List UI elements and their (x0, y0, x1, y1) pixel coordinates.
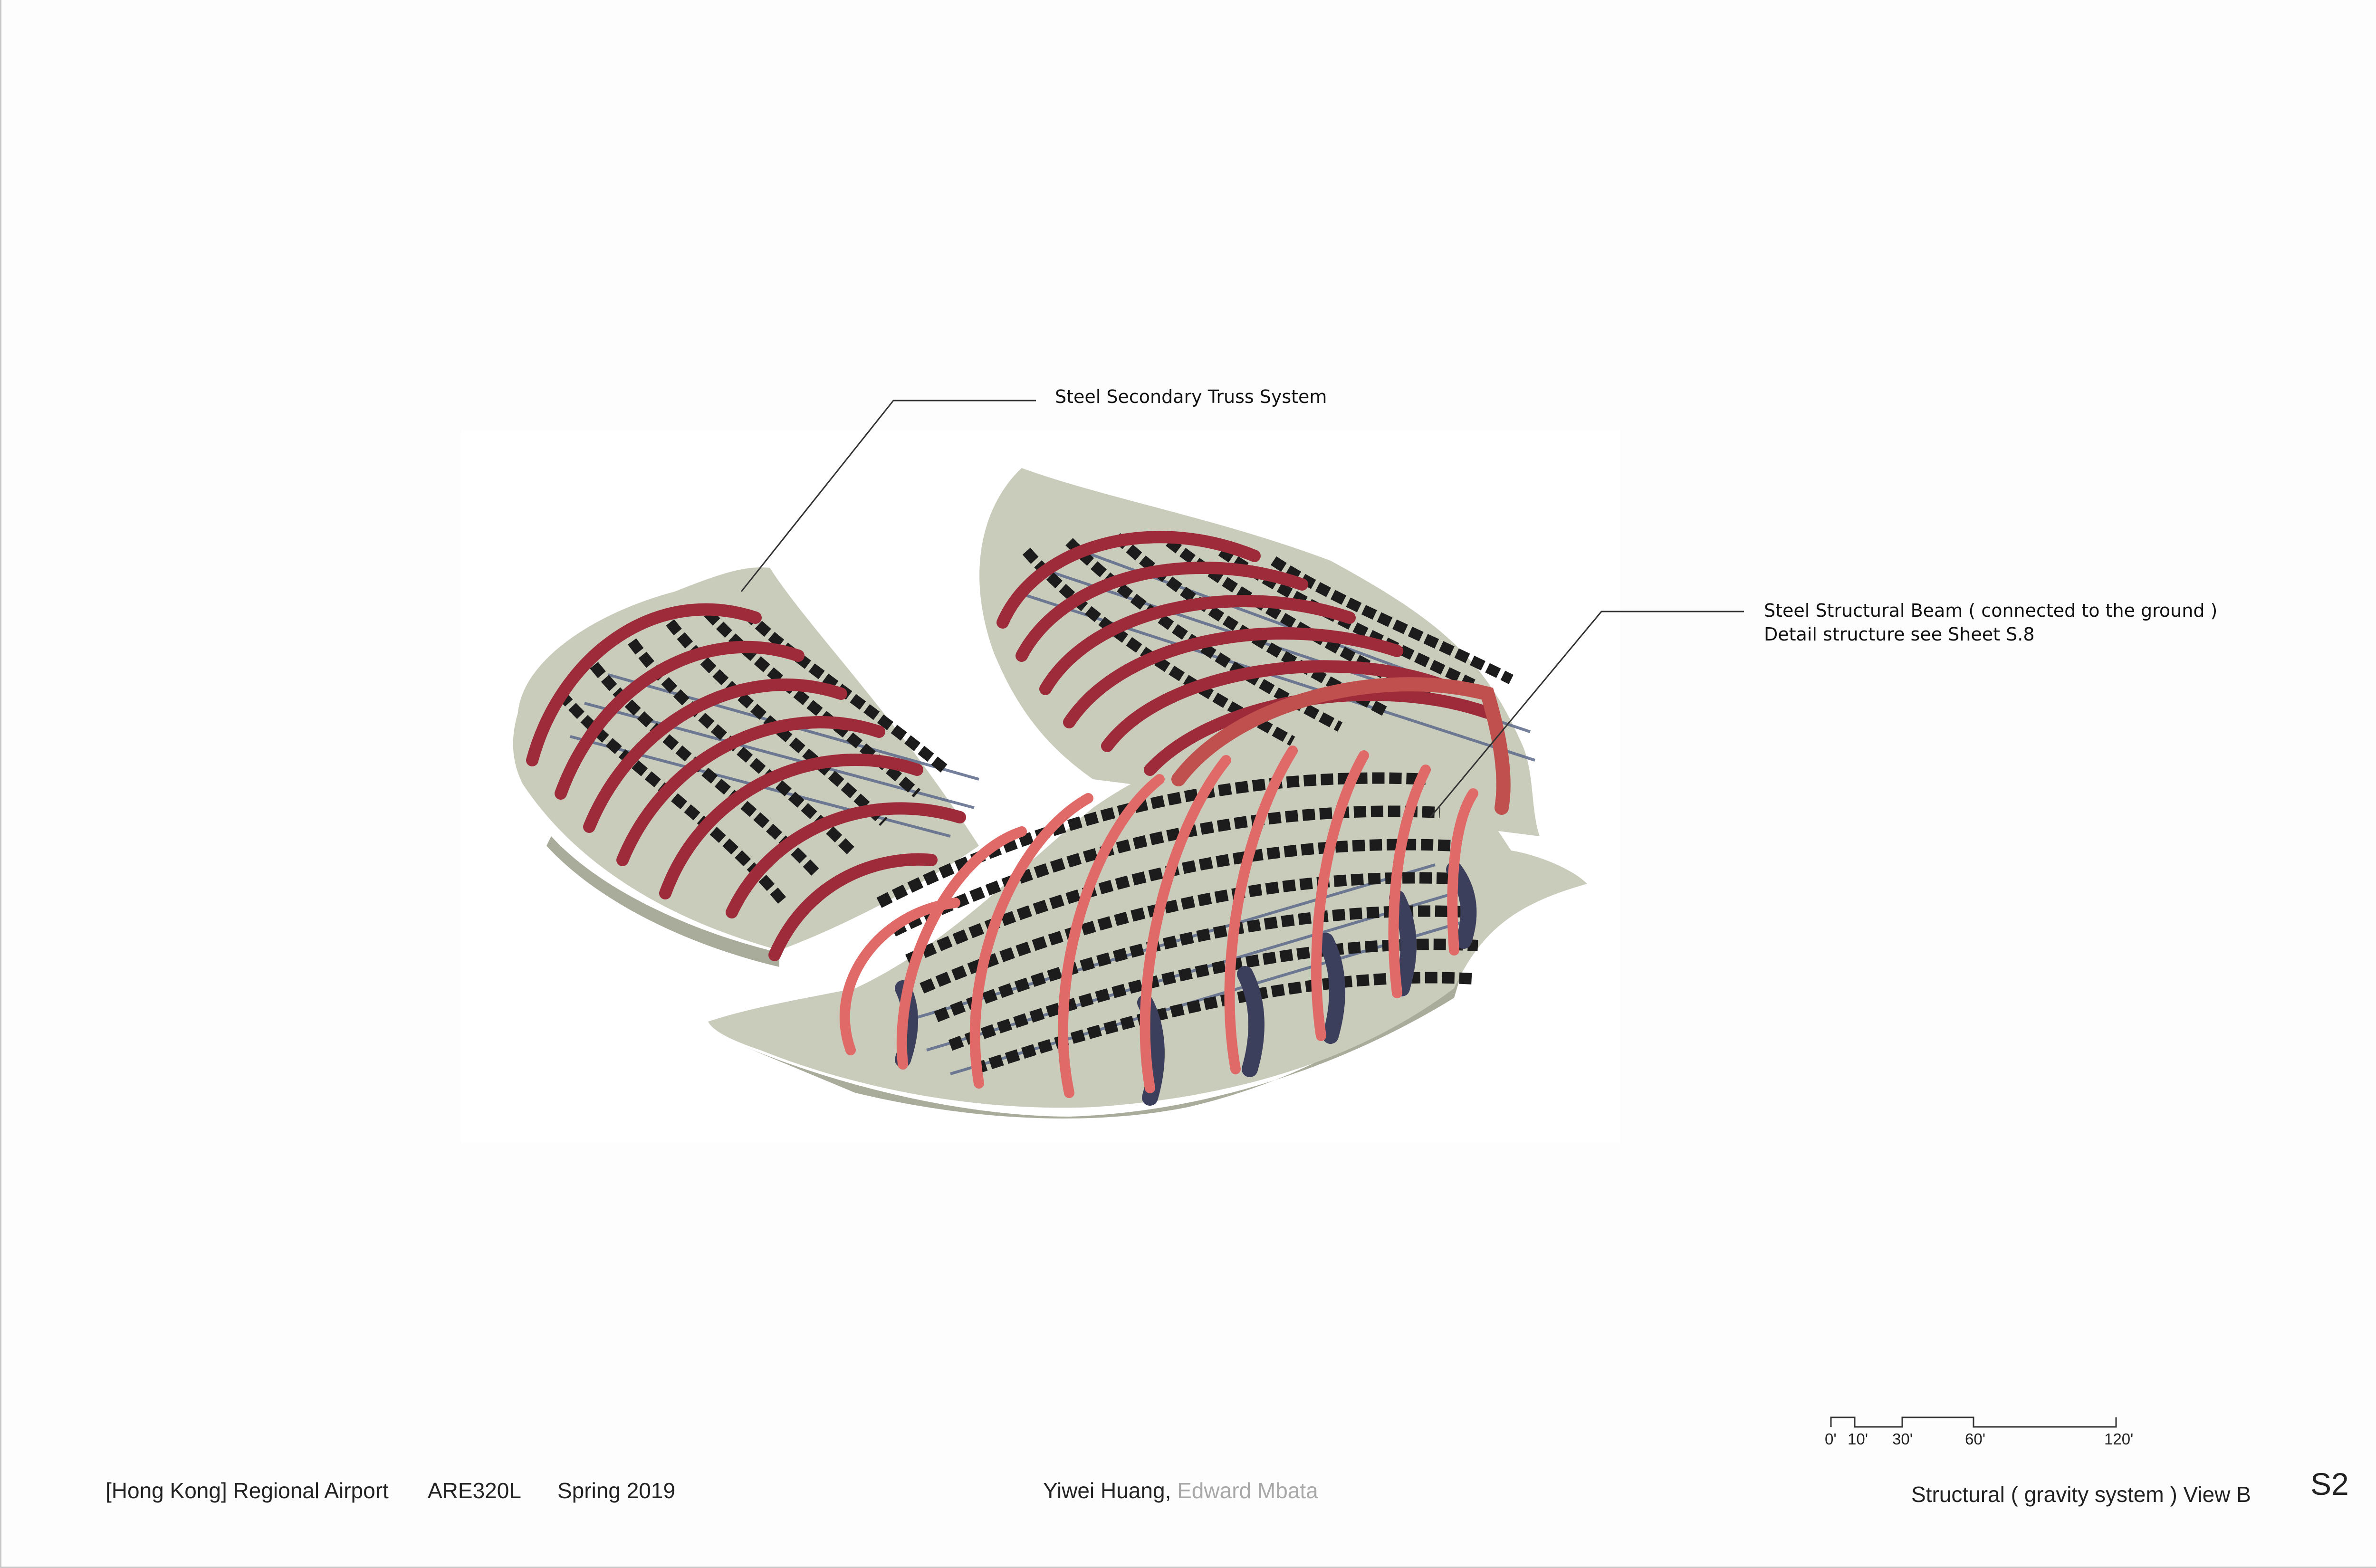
author-secondary: Edward Mbata (1177, 1478, 1318, 1503)
right-primary-arches (996, 531, 1494, 776)
sheet-title: Structural ( gravity system ) View B (1911, 1482, 2251, 1507)
author-separator: , (1165, 1478, 1178, 1503)
project-title: [Hong Kong] Regional Airport (105, 1478, 389, 1503)
term: Spring 2019 (557, 1478, 676, 1503)
structural-beam-detail-note: Detail structure see Sheet S.8 (1764, 624, 2035, 645)
structural-beam-leader-line (1429, 611, 1744, 818)
scale-label: 10' (1848, 1430, 1868, 1448)
author-primary: Yiwei Huang (1043, 1478, 1165, 1503)
left-wing-base (546, 836, 779, 967)
left-primary-arches (526, 603, 966, 961)
course-code: ARE320L (428, 1478, 521, 1503)
secondary-truss-callout: Steel Secondary Truss System (1055, 386, 1327, 407)
scale-bar (1830, 1416, 2117, 1428)
structural-beam-arch (1171, 677, 1511, 815)
structural-beam-callout: Steel Structural Beam ( connected to the… (1764, 600, 2218, 621)
scale-label: 0' (1825, 1430, 1837, 1448)
scale-label: 120' (2104, 1430, 2134, 1448)
scale-label: 60' (1965, 1430, 1986, 1448)
front-primary-arches (839, 746, 1478, 1098)
secondary-truss-leader-line (740, 400, 1036, 592)
authors: Yiwei Huang, Edward Mbata (1043, 1478, 1318, 1503)
sheet-number: S2 (2310, 1466, 2349, 1501)
scale-label: 30' (1892, 1430, 1913, 1448)
